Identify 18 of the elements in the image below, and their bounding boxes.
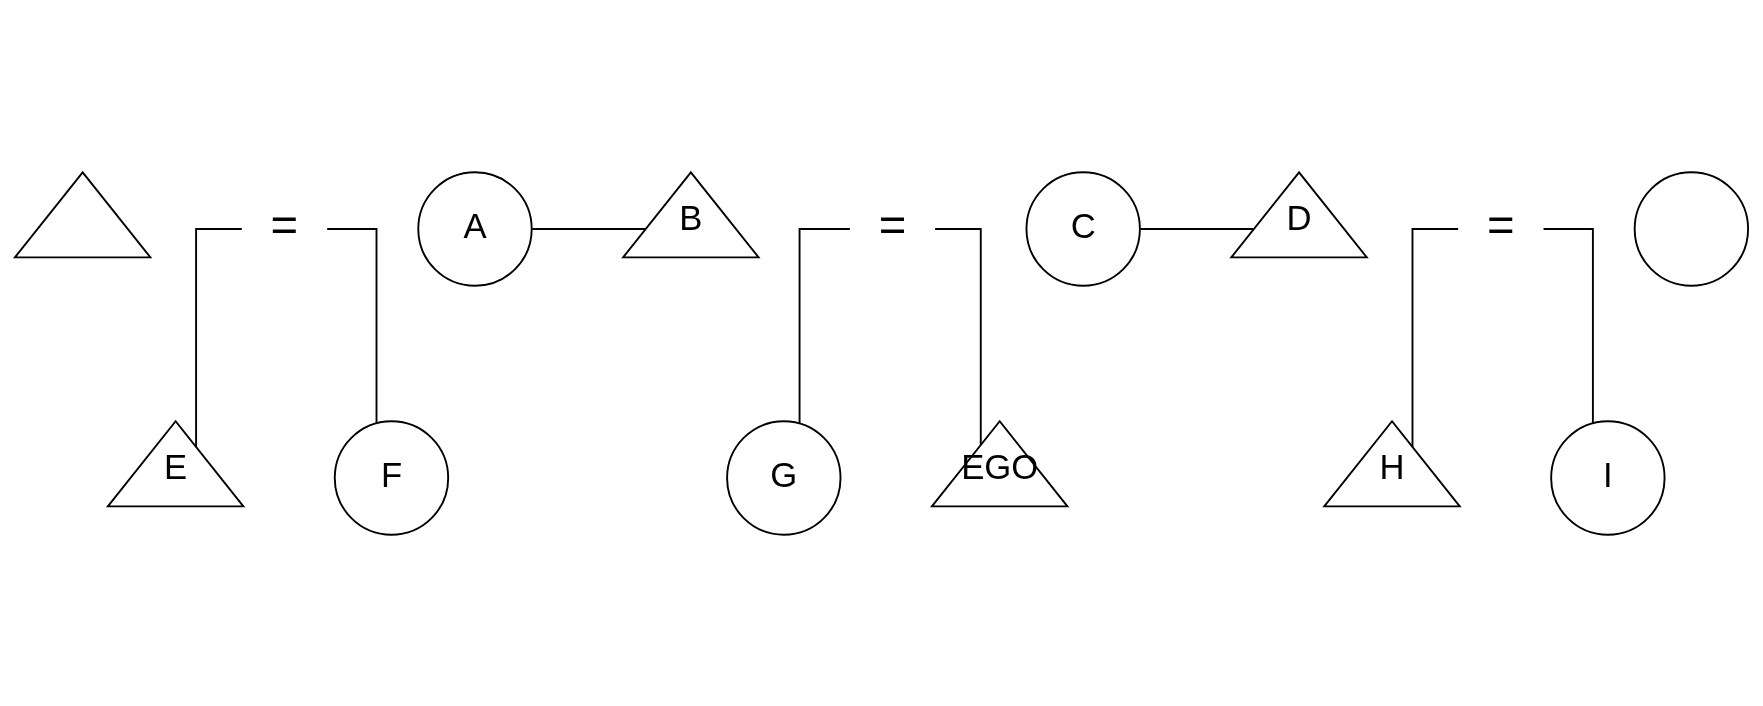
node-circle: F (333, 419, 450, 536)
node-text: = (1486, 197, 1515, 251)
connector (798, 227, 851, 424)
node-triangle (12, 170, 153, 258)
connector (1139, 227, 1255, 230)
node-circle: G (726, 419, 842, 536)
connector (1411, 227, 1460, 448)
node-text: = (878, 197, 907, 251)
node-circle: A (417, 170, 533, 287)
connector (1542, 227, 1594, 424)
connector (531, 227, 647, 230)
node-circle: I (1550, 419, 1666, 536)
node-circle (1633, 170, 1750, 287)
connector (326, 227, 378, 424)
node-circle: C (1025, 170, 1141, 287)
connector (934, 227, 982, 446)
node-text: = (270, 197, 299, 251)
connector (195, 227, 243, 448)
